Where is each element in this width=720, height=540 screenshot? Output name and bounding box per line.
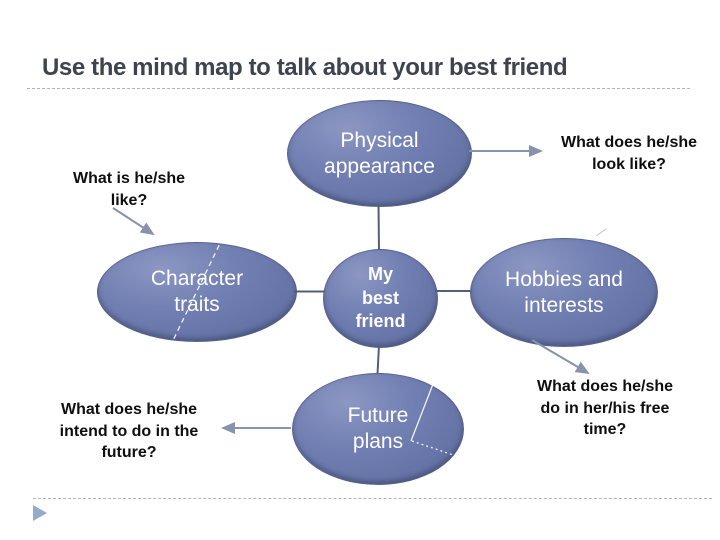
question-what-is-he-she-like: What is he/she like? (72, 170, 186, 209)
question-what-does-he-she-look-like: What does he/she look like? (560, 134, 698, 173)
question-free-time: What does he/she do in her/his free time… (536, 378, 674, 439)
question-intend-to-do-future: What does he/she intend to do in the fut… (59, 401, 199, 462)
title-divider (27, 88, 690, 89)
node-physical-appearance: Physical appearance (287, 100, 472, 207)
slide-title: Use the mind map to talk about your best… (42, 54, 568, 81)
play-triangle-icon (33, 505, 47, 521)
connector-bottom (376, 344, 380, 375)
footer-divider (33, 498, 712, 499)
node-future-plans: Future plans (292, 373, 464, 485)
sketch-dash-hobbies (595, 228, 607, 237)
node-my-best-friend: My best friend (323, 249, 438, 348)
arrow-to-character (112, 207, 155, 236)
connector-top (377, 203, 380, 251)
node-character-traits: Character traits (97, 242, 297, 342)
node-hobbies-interests: Hobbies and interests (470, 238, 658, 347)
